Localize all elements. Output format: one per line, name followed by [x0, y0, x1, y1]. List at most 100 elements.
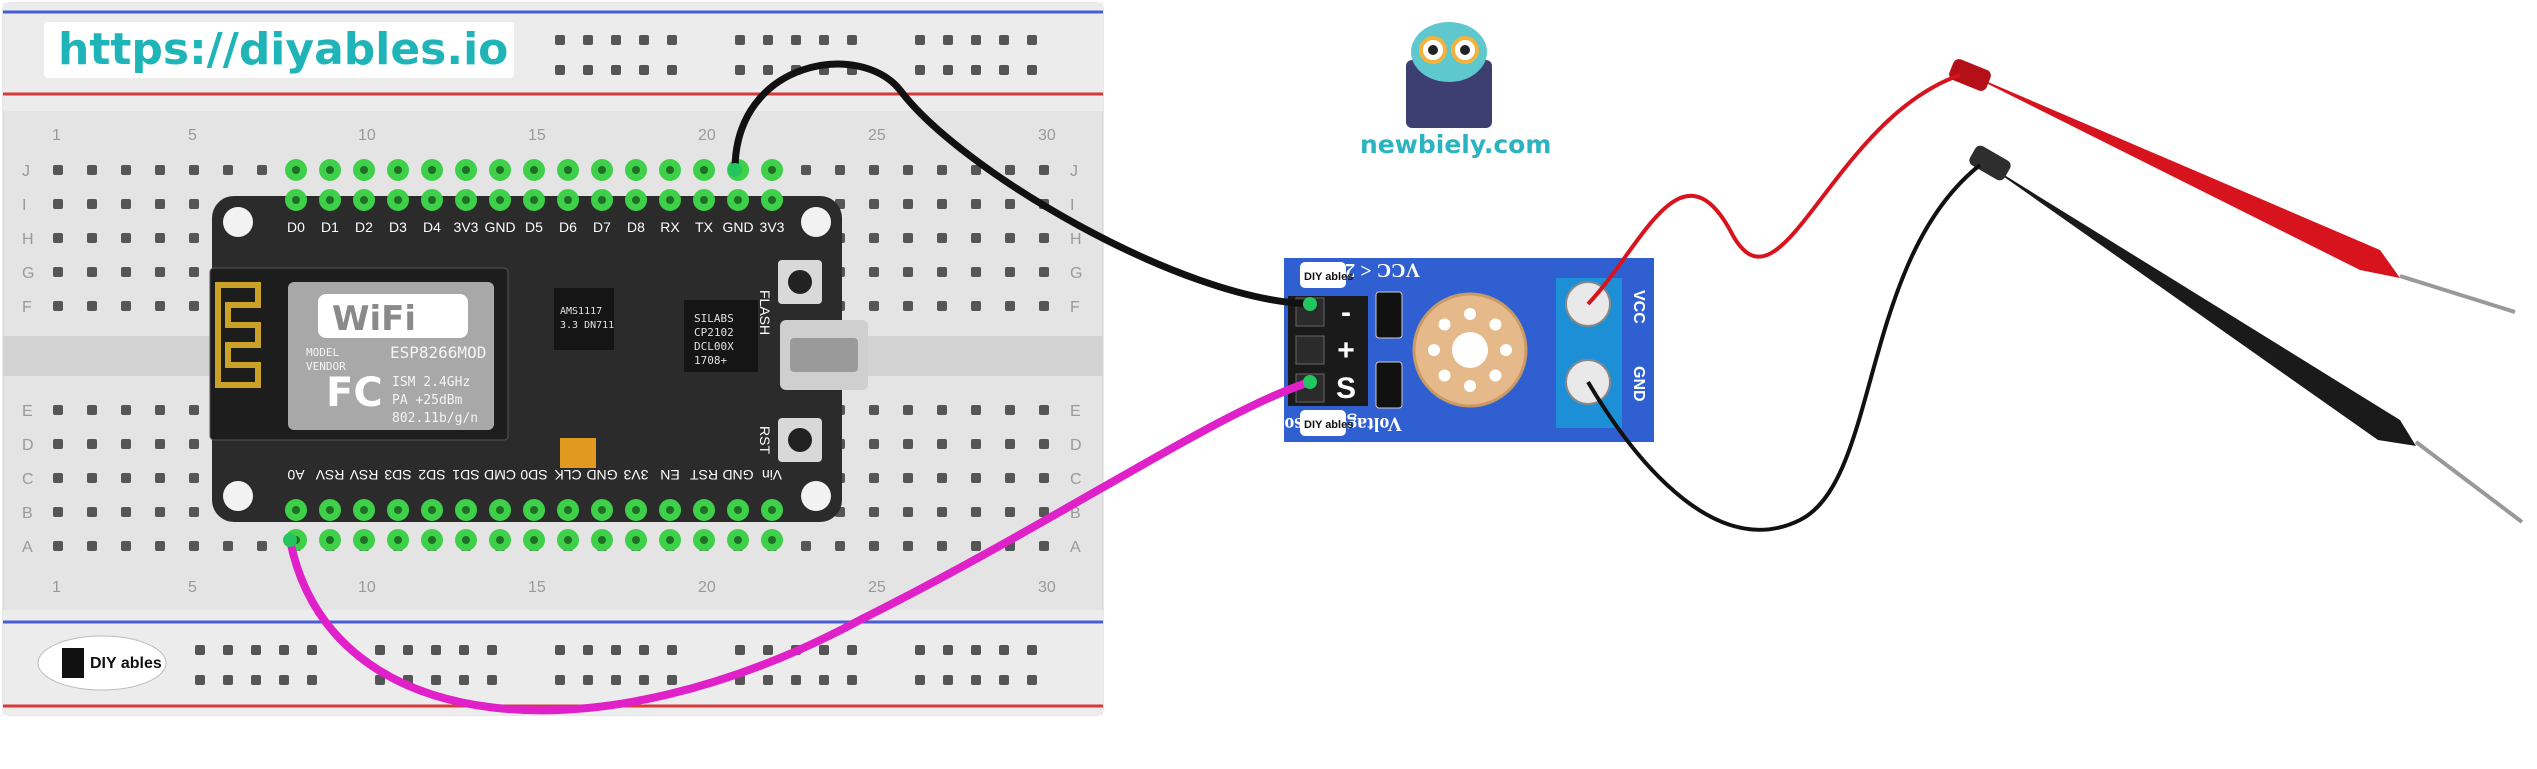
module-text-line: MODEL — [306, 346, 339, 359]
breadboard-hole — [903, 301, 913, 311]
breadboard-hole — [53, 165, 63, 175]
rail-hole — [431, 675, 441, 685]
breadboard-hole — [189, 165, 199, 175]
breadboard-hole — [155, 267, 165, 277]
row-letter: B — [1070, 505, 1081, 522]
breadboard-hole — [155, 439, 165, 449]
mounting-hole — [1452, 332, 1488, 368]
breadboard-hole — [155, 507, 165, 517]
row-letter: C — [22, 471, 34, 488]
site-url-label[interactable]: https://diyables.io — [44, 22, 514, 78]
breadboard-hole — [121, 301, 131, 311]
row-letter: D — [22, 437, 34, 454]
sensor-badge-text-bottom: DIY ables — [1304, 419, 1353, 431]
rail-hole — [763, 645, 773, 655]
rail-hole — [1027, 35, 1037, 45]
row-letter: D — [1070, 437, 1082, 454]
breadboard-hole — [1039, 405, 1049, 415]
row-letter: A — [1070, 539, 1081, 556]
breadboard-hole — [53, 267, 63, 277]
rail-hole — [375, 645, 385, 655]
red-probe-plug — [1949, 59, 1991, 91]
usb-chip-text-line: CP2102 — [694, 326, 734, 339]
signal-wire-end — [1303, 375, 1317, 389]
column-number: 25 — [868, 579, 886, 596]
row-letter: F — [1070, 299, 1080, 316]
flash-button-cap[interactable] — [788, 270, 812, 294]
pad-dot — [1464, 380, 1476, 392]
owl-mascot — [1406, 22, 1492, 128]
pin-label-bottom: 3V3 — [623, 467, 648, 483]
breadboard-hole — [87, 267, 97, 277]
sensor-badge-text-top: DIY ables — [1304, 271, 1353, 283]
breadboard-hole — [53, 473, 63, 483]
breadboard-hole — [903, 473, 913, 483]
wifi-logo-bg — [318, 294, 468, 338]
breadboard-hole — [971, 267, 981, 277]
rail-hole — [639, 65, 649, 75]
rail-hole — [611, 35, 621, 45]
terminal-vcc-label: VCC — [1630, 290, 1647, 324]
rst-button-cap[interactable] — [788, 428, 812, 452]
sensor-pin-labels: -+S — [1295, 296, 1356, 405]
antenna-trace — [215, 282, 261, 388]
breadboard-hole — [189, 301, 199, 311]
breadboard-hole — [971, 199, 981, 209]
rail-hole — [915, 35, 925, 45]
pin-label-bottom: RSV — [349, 467, 378, 483]
rail-hole — [639, 35, 649, 45]
regulator-text-line: 3.3 DN711 — [560, 320, 614, 331]
column-number: 20 — [698, 579, 716, 596]
rail-hole — [943, 65, 953, 75]
breadboard-hole — [801, 541, 811, 551]
rail-hole — [279, 675, 289, 685]
newbiely-brand-label[interactable]: newbiely.com — [1360, 130, 1552, 159]
gnd-wire-end — [1303, 297, 1317, 311]
sensor-pin-label: - — [1341, 296, 1351, 329]
breadboard-hole — [189, 507, 199, 517]
rail-hole — [555, 645, 565, 655]
breadboard-hole — [903, 165, 913, 175]
usb-opening — [790, 338, 858, 372]
mount-hole — [223, 207, 253, 237]
rail-hole — [999, 35, 1009, 45]
breadboard-hole — [155, 301, 165, 311]
pin-label-top: GND — [722, 219, 753, 235]
rail-hole — [223, 645, 233, 655]
breadboard-hole — [53, 541, 63, 551]
breadboard-hole — [937, 439, 947, 449]
breadboard-hole — [189, 541, 199, 551]
rail-hole — [667, 645, 677, 655]
module-text-line: PA +25dBm — [392, 393, 463, 408]
pad-dot — [1438, 318, 1451, 331]
sensor-badge-top — [1300, 262, 1346, 288]
rail-hole — [667, 65, 677, 75]
rail-hole — [307, 645, 317, 655]
breadboard-hole — [1039, 473, 1049, 483]
rail-hole — [763, 65, 773, 75]
sensor-pin-label: + — [1337, 334, 1355, 367]
breadboard-hole — [971, 439, 981, 449]
breadboard-hole — [903, 507, 913, 517]
rail-hole — [999, 65, 1009, 75]
row-letter: B — [22, 505, 33, 522]
breadboard-hole — [937, 473, 947, 483]
breadboard-hole — [1039, 267, 1049, 277]
pin-label-bottom: SD1 — [452, 467, 479, 483]
breadboard-hole — [971, 301, 981, 311]
breadboard-hole — [53, 301, 63, 311]
mount-hole — [801, 481, 831, 511]
breadboard-hole — [1039, 301, 1049, 311]
gnd-wire — [731, 60, 1314, 308]
breadboard-hole — [1005, 165, 1015, 175]
breadboard-hole — [87, 233, 97, 243]
pin-label-top: D5 — [525, 219, 543, 235]
breadboard-hole — [121, 233, 131, 243]
breadboard-hole — [1039, 507, 1049, 517]
pin-label-bottom: GND — [586, 467, 617, 483]
column-number: 1 — [52, 127, 61, 144]
breadboard-hole — [53, 233, 63, 243]
